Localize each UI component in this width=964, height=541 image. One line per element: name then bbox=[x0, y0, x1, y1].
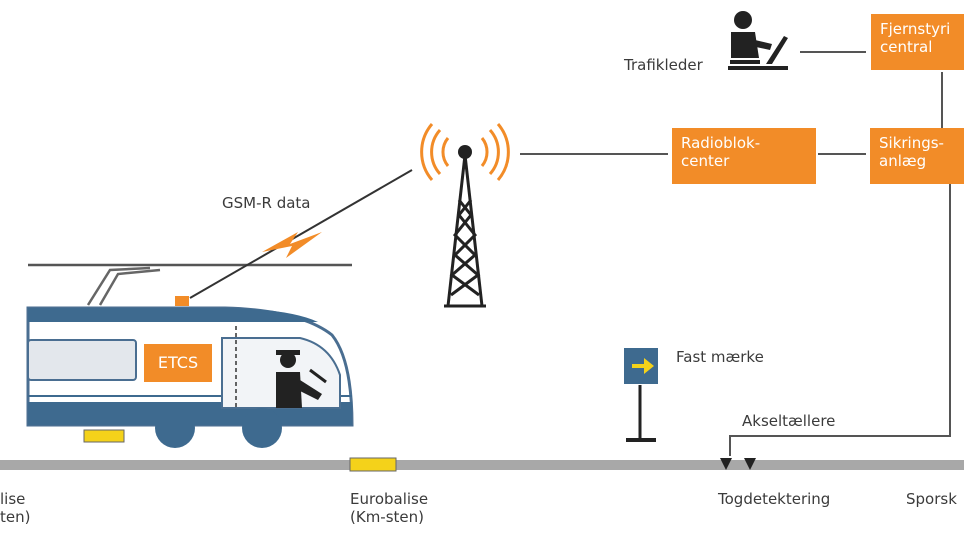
traffic-controller-icon bbox=[728, 11, 788, 70]
traffic-controller-label: Trafikleder bbox=[624, 56, 703, 74]
balise-label-line1: lise bbox=[0, 490, 26, 508]
gsmr-link bbox=[189, 169, 413, 299]
train-detection-label: Togdetektering bbox=[718, 490, 831, 508]
remote-control-central-box: Fjernstyri central bbox=[871, 14, 964, 70]
train-antenna bbox=[175, 296, 189, 306]
interlocking-box: Sikrings- anlæg bbox=[870, 128, 964, 184]
connection-lines bbox=[520, 51, 951, 456]
gsmr-data-label: GSM-R data bbox=[222, 194, 311, 212]
eurobalise bbox=[349, 457, 397, 472]
radio-mast-icon bbox=[420, 123, 510, 308]
train-window bbox=[27, 339, 137, 381]
switch-label: Sporsk bbox=[906, 490, 957, 508]
pantograph bbox=[86, 266, 161, 306]
axle-counter-label: Akseltællere bbox=[742, 412, 836, 430]
wheel-1 bbox=[155, 408, 195, 448]
etcs-unit-box: ETCS bbox=[144, 344, 212, 382]
onboard-balise-reader bbox=[83, 429, 125, 443]
eurobalise-label-line2: (Km-sten) bbox=[350, 508, 424, 526]
balise-label-line2: ten) bbox=[0, 508, 31, 526]
lightning-icon bbox=[262, 232, 322, 258]
train-driver-icon bbox=[276, 350, 327, 408]
wheel-2 bbox=[242, 408, 282, 448]
fixed-marker-label: Fast mærke bbox=[676, 348, 764, 366]
railway-track bbox=[0, 460, 964, 470]
eurobalise-label-line1: Eurobalise bbox=[350, 490, 429, 508]
fixed-marker-sign bbox=[624, 348, 658, 442]
radio-block-center-box: Radioblok- center bbox=[672, 128, 816, 184]
axle-counter-icon bbox=[720, 458, 756, 470]
